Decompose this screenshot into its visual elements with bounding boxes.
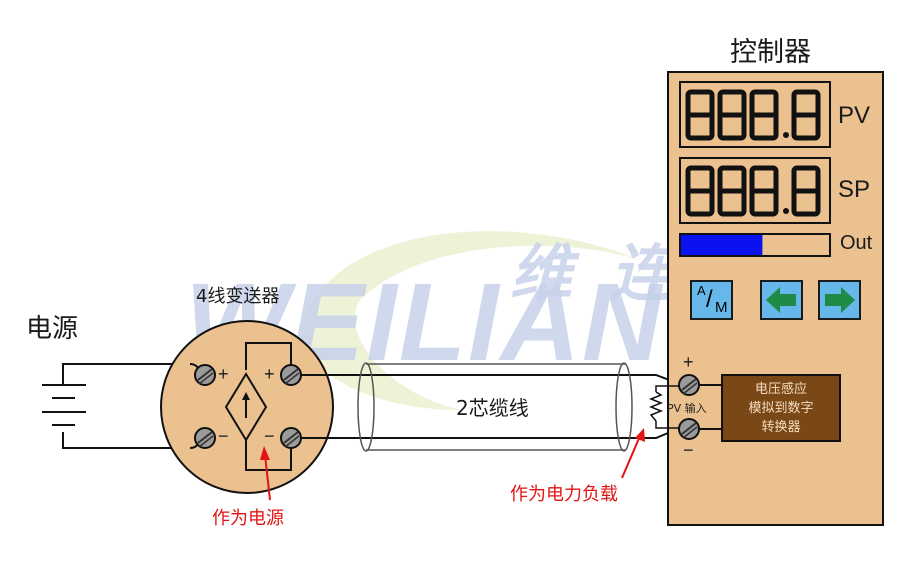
power-source-title: 电源	[26, 314, 79, 344]
sp-digits	[685, 165, 821, 217]
ctrl-terminal-minus: −	[683, 440, 694, 460]
pv-input-resistor	[648, 385, 686, 429]
converter-line-2: 模拟到数字	[748, 401, 814, 416]
svg-text:维: 维	[510, 237, 580, 310]
converter-line-3: 转换器	[761, 420, 801, 435]
pv-digits	[685, 89, 821, 141]
terminal-right-minus	[280, 427, 302, 449]
am-a-text: A	[697, 283, 706, 298]
converter-label: 电压感应 模拟到数字 转换器	[722, 380, 840, 437]
converter-box	[721, 374, 841, 442]
tx-left-plus: +	[218, 364, 229, 384]
out-label: Out	[840, 232, 873, 254]
tx-left-minus: −	[218, 426, 229, 446]
ctrl-terminal-plus: +	[683, 352, 694, 372]
cable-label: 2芯缆线	[456, 396, 529, 420]
increase-button[interactable]	[818, 280, 861, 320]
left-arrow-icon	[766, 287, 796, 313]
transmitter-title: 4线变送器	[196, 286, 280, 307]
sp-label: SP	[838, 176, 871, 203]
controller-terminals	[678, 374, 722, 440]
cable-wires	[301, 374, 681, 439]
am-slash-text: /	[706, 286, 713, 313]
am-m-text: M	[715, 299, 728, 316]
battery-symbol	[42, 363, 190, 449]
annotation-power-source: 作为电源	[212, 508, 284, 529]
annotation-electrical-load: 作为电力负载	[510, 484, 618, 505]
cable-jacket	[357, 362, 633, 452]
annotation-arrows	[260, 428, 645, 501]
terminal-left-minus	[194, 427, 216, 449]
converter-line-1: 电压感应	[754, 382, 807, 397]
right-arrow-icon	[825, 287, 855, 313]
transmitter-terminals	[194, 364, 302, 449]
terminal-left-plus	[194, 364, 216, 386]
pv-label: PV	[838, 102, 871, 129]
controller-title: 控制器	[730, 37, 811, 68]
auto-manual-button[interactable]: A / M	[690, 280, 733, 320]
decrease-button[interactable]	[760, 280, 803, 320]
tx-right-minus: −	[264, 426, 275, 446]
transmitter-body	[160, 320, 334, 494]
terminal-right-plus	[280, 364, 302, 386]
pv-input-label: PV 输入	[667, 402, 707, 415]
tx-right-plus: +	[264, 364, 275, 384]
